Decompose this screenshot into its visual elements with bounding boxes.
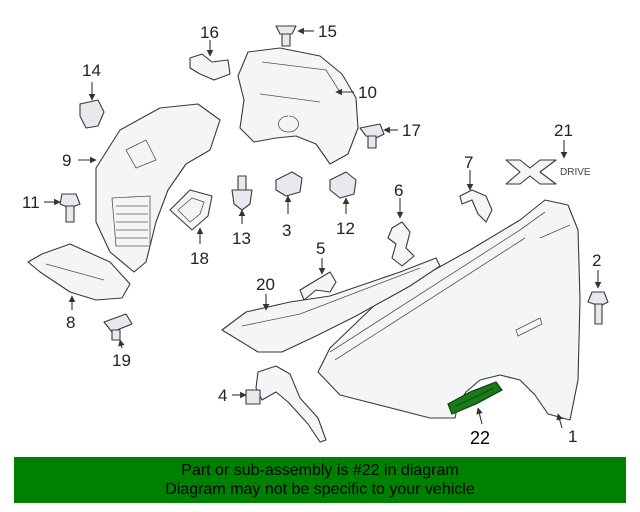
part-4-bracket[interactable] bbox=[245, 365, 327, 443]
part-16-bracket[interactable] bbox=[189, 53, 231, 81]
callout-8: 8 bbox=[66, 313, 75, 332]
callout-19: 19 bbox=[112, 351, 131, 370]
parts-diagram: DRIVE 1 2 3 4 5 6 7 bbox=[22, 22, 609, 448]
leader-lines bbox=[44, 27, 602, 429]
callout-11: 11 bbox=[22, 193, 40, 212]
part-20-sill-cover[interactable] bbox=[221, 257, 441, 353]
part-9-arch-liner[interactable] bbox=[95, 103, 221, 273]
callout-10: 10 bbox=[358, 83, 377, 102]
callout-13: 13 bbox=[232, 229, 251, 248]
callout-12: 12 bbox=[336, 219, 355, 238]
part-21-badge[interactable]: DRIVE bbox=[505, 159, 591, 185]
part-2-bolt[interactable] bbox=[587, 291, 609, 325]
callout-20: 20 bbox=[256, 275, 275, 294]
callout-17: 17 bbox=[402, 121, 421, 140]
banner-line-2: Diagram may not be specific to your vehi… bbox=[165, 481, 475, 498]
part-22-trim[interactable] bbox=[447, 381, 503, 415]
part-10-inner-liner[interactable] bbox=[237, 47, 359, 165]
part-17-clip[interactable] bbox=[359, 123, 385, 149]
callout-15: 15 bbox=[318, 22, 337, 41]
callout-9: 9 bbox=[62, 151, 71, 170]
part-7-bracket[interactable] bbox=[459, 189, 493, 223]
callout-4: 4 bbox=[218, 386, 227, 405]
callout-2: 2 bbox=[592, 251, 601, 270]
callout-22: 22 bbox=[470, 428, 490, 448]
part-15-rivet[interactable] bbox=[275, 25, 297, 47]
callout-16: 16 bbox=[200, 23, 219, 42]
callout-5: 5 bbox=[316, 239, 325, 258]
part-13-pin[interactable] bbox=[231, 175, 253, 211]
part-3-clip[interactable] bbox=[275, 171, 303, 197]
callout-14: 14 bbox=[82, 61, 101, 80]
callout-18: 18 bbox=[190, 249, 209, 268]
banner-line-1: Part or sub-assembly is #22 in diagram bbox=[181, 462, 459, 479]
part-11-bolt[interactable] bbox=[59, 193, 81, 223]
part-12-clip[interactable] bbox=[329, 171, 357, 199]
part-8-splash-shield[interactable] bbox=[27, 243, 131, 301]
part-19-screw[interactable] bbox=[103, 313, 133, 341]
part-14-clip[interactable] bbox=[79, 99, 105, 129]
callout-labels: 1 2 3 4 5 6 7 8 9 10 11 12 13 14 15 16 1… bbox=[22, 22, 601, 448]
part-18-cover[interactable] bbox=[169, 189, 213, 231]
callout-7: 7 bbox=[464, 153, 473, 172]
info-banner: Part or sub-assembly is #22 in diagram D… bbox=[14, 457, 626, 503]
callout-3: 3 bbox=[282, 221, 291, 240]
part-5-bracket[interactable] bbox=[299, 271, 337, 301]
callout-6: 6 bbox=[394, 181, 403, 200]
badge-text: DRIVE bbox=[560, 167, 591, 178]
callout-1: 1 bbox=[568, 427, 577, 446]
callout-21: 21 bbox=[554, 121, 573, 140]
part-6-bracket[interactable] bbox=[387, 221, 415, 267]
